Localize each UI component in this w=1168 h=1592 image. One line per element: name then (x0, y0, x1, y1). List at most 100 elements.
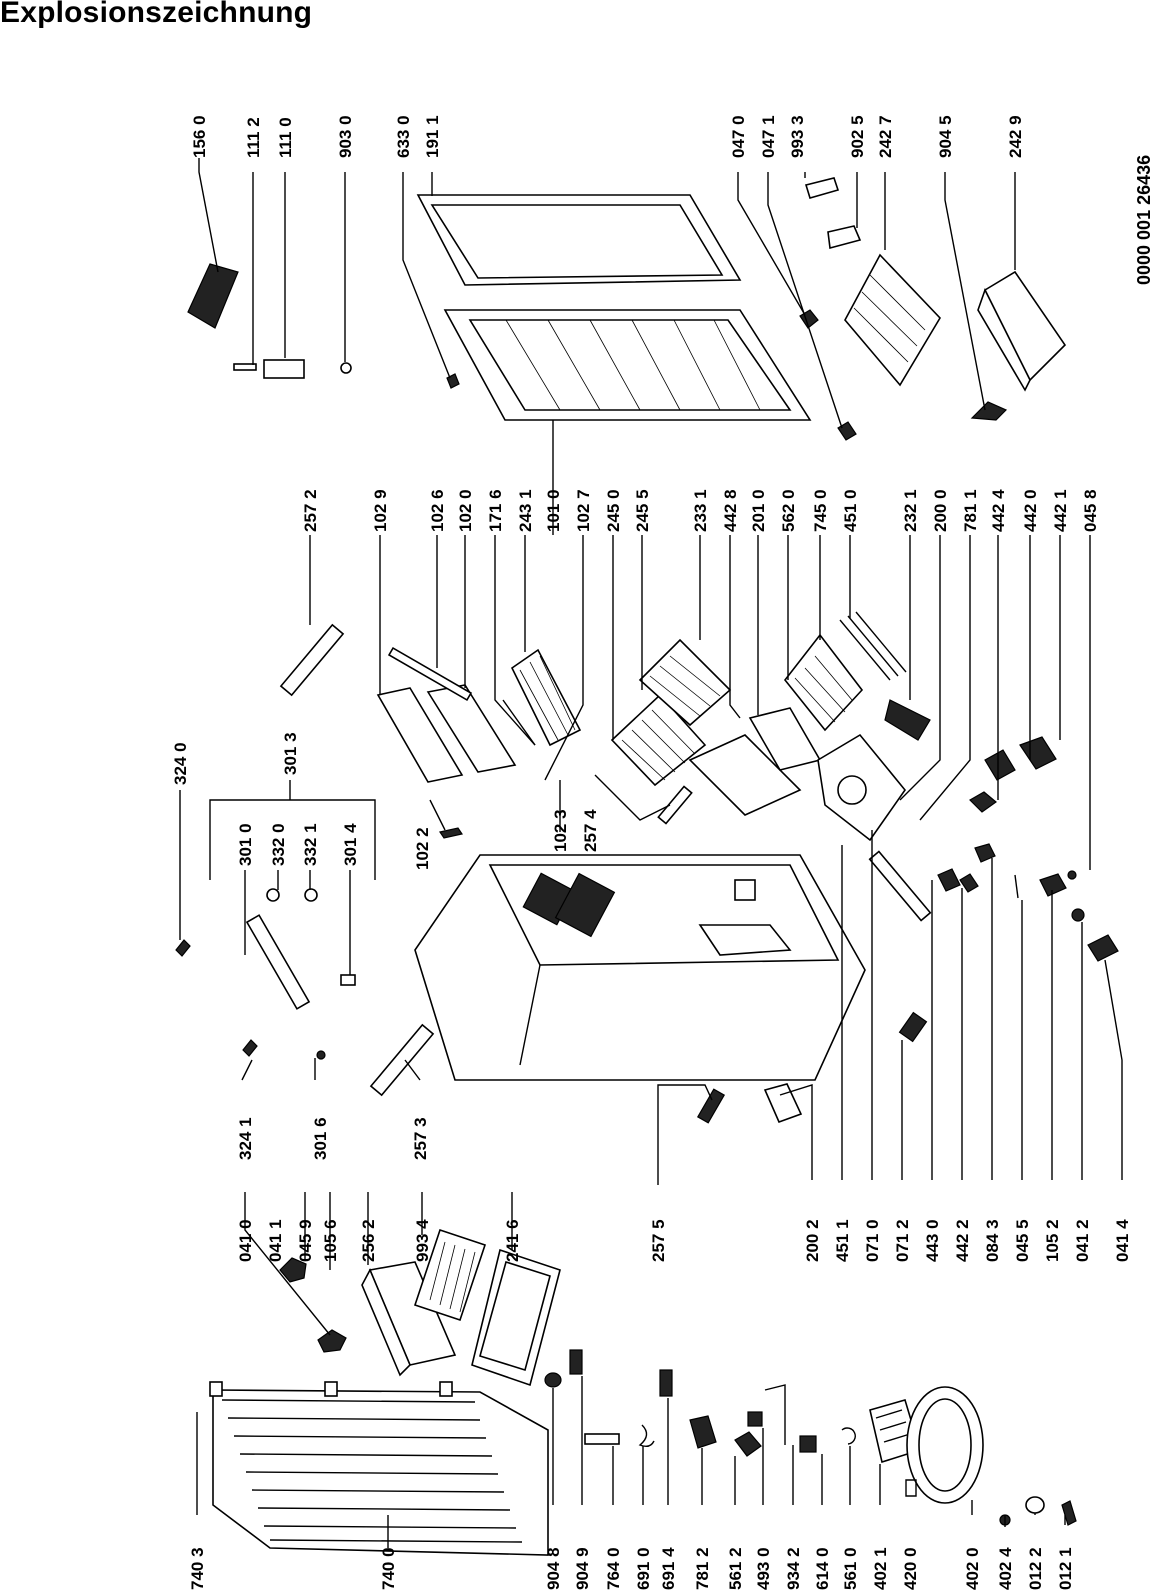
part-332-1-drawing (304, 888, 318, 902)
label-493-0: 493 0 (754, 1547, 773, 1590)
part-301-6-drawing (316, 1050, 326, 1060)
part-071-2-drawing (898, 1011, 928, 1043)
label-561-0: 561 0 (841, 1547, 860, 1590)
label-561-2: 561 2 (726, 1547, 745, 1590)
door-liner-drawing (443, 309, 812, 421)
part-904-5-drawing (970, 401, 1008, 421)
small-hinge-drawing (279, 1257, 307, 1283)
label-257-3: 257 3 (411, 1117, 430, 1160)
label-102-2: 102 2 (413, 827, 432, 870)
label-257-5: 257 5 (649, 1219, 668, 1262)
label-402-0: 402 0 (963, 1547, 982, 1590)
label-242-7: 242 7 (876, 115, 895, 158)
part-420-0-drawing (905, 1479, 917, 1497)
part-labels: 156 0 111 2 111 0 903 0 633 0 191 1 047 … (171, 115, 1154, 1590)
label-257-2: 257 2 (301, 489, 320, 532)
part-257-5-drawing (696, 1088, 726, 1124)
label-256-2: 256 2 (359, 1219, 378, 1262)
label-781-1: 781 1 (961, 489, 980, 532)
document-number: 0000 001 26436 (1134, 155, 1154, 285)
evaporator-201-0-drawing (688, 707, 822, 816)
label-012-2: 012 2 (1026, 1547, 1045, 1590)
label-740-3: 740 3 (188, 1547, 207, 1590)
condenser-coil-drawing (209, 1381, 549, 1556)
part-111-2-drawing (233, 363, 257, 371)
label-201-0: 201 0 (749, 489, 768, 532)
label-442-1: 442 1 (1051, 489, 1070, 532)
label-041-2: 041 2 (1073, 1219, 1092, 1262)
label-156-0: 156 0 (190, 115, 209, 158)
part-903-0-drawing (340, 362, 352, 374)
label-111-0: 111 0 (276, 117, 295, 158)
glass-shelf-241-6-drawing (471, 1248, 561, 1387)
label-241-6: 241 6 (503, 1219, 522, 1262)
part-993-3-drawing (804, 177, 840, 199)
label-993-3: 993 3 (788, 115, 807, 158)
label-257-4: 257 4 (581, 809, 600, 852)
label-691-0: 691 0 (634, 1547, 653, 1590)
label-242-9: 242 9 (1006, 115, 1025, 158)
shelves-102-drawing (376, 646, 536, 783)
label-047-0: 047 0 (729, 115, 748, 158)
label-047-1: 047 1 (759, 115, 778, 158)
label-041-4: 041 4 (1113, 1219, 1132, 1262)
label-451-1: 451 1 (833, 1219, 852, 1262)
label-691-4: 691 4 (659, 1547, 678, 1590)
label-442-0: 442 0 (1021, 489, 1040, 532)
label-740-0: 740 0 (379, 1547, 398, 1590)
part-442-2-drawing (959, 873, 979, 893)
part-drawings (175, 177, 1119, 1556)
part-045-5-drawing (1014, 874, 1019, 899)
door-gasket-drawing (416, 194, 742, 286)
part-111-0-drawing (263, 359, 305, 379)
label-332-1: 332 1 (301, 823, 320, 866)
label-102-3: 102 3 (551, 809, 570, 852)
cover-232-1-drawing (884, 699, 931, 741)
label-105-6: 105 6 (321, 1219, 340, 1262)
foot-904-8-drawing (544, 1372, 562, 1388)
label-245-0: 245 0 (604, 489, 623, 532)
label-233-1: 233 1 (691, 489, 710, 532)
part-257-2-drawing (279, 623, 345, 697)
label-442-4: 442 4 (989, 489, 1008, 532)
label-041-0: 041 0 (236, 1219, 255, 1262)
label-232-1: 232 1 (901, 489, 920, 532)
page-title: Explosionszeichnung (0, 0, 313, 29)
part-324-0-drawing (175, 939, 191, 957)
label-200-0: 200 0 (931, 489, 950, 532)
compressor-drawing (869, 1386, 984, 1504)
label-614-0: 614 0 (813, 1547, 832, 1590)
part-443-0-drawing (937, 868, 961, 892)
label-105-2: 105 2 (1043, 1219, 1062, 1262)
part-442-0-drawing (984, 749, 1016, 781)
basket-242-7-drawing (844, 253, 941, 387)
label-102-6: 102 6 (428, 489, 447, 532)
rail-451-1-drawing (868, 850, 932, 922)
hinge-drawing (317, 1329, 347, 1353)
part-493-0-drawing (747, 1411, 763, 1427)
part-047-1-drawing (837, 421, 857, 441)
leader-lines (179, 158, 1123, 1548)
grid-shelf-243-1-drawing (510, 648, 582, 747)
label-442-8: 442 8 (721, 489, 740, 532)
label-781-2: 781 2 (693, 1547, 712, 1590)
label-301-3: 301 3 (281, 732, 300, 775)
part-442-1-drawing (1019, 736, 1057, 770)
evaporator-745-0-drawing (783, 633, 864, 732)
part-301-4-drawing (340, 974, 356, 986)
label-045-9: 045 9 (296, 1219, 315, 1262)
spring-904-9-drawing (569, 1349, 583, 1375)
label-245-5: 245 5 (633, 489, 652, 532)
label-402-4: 402 4 (996, 1547, 1015, 1590)
label-301-6: 301 6 (311, 1117, 330, 1160)
label-993-4: 993 4 (413, 1219, 432, 1262)
label-324-1: 324 1 (236, 1117, 255, 1160)
label-442-2: 442 2 (953, 1219, 972, 1262)
part-200-2-drawing (763, 1083, 803, 1124)
label-045-8: 045 8 (1081, 489, 1100, 532)
part-902-5-drawing (827, 225, 862, 250)
grid-shelves-245-drawing (610, 638, 732, 787)
label-562-0: 562 0 (779, 489, 798, 532)
label-633-0: 633 0 (394, 115, 413, 158)
